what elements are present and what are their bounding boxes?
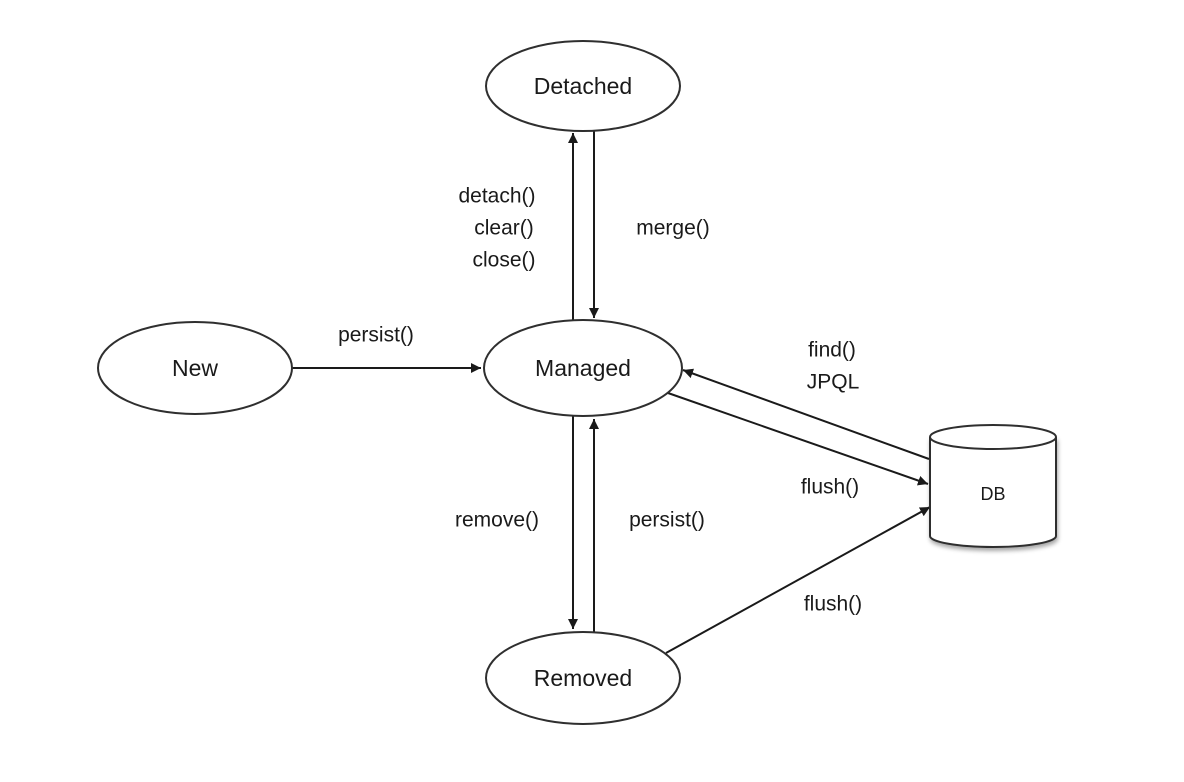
node-new: New <box>97 321 293 415</box>
edge-removed-to-db <box>665 506 931 654</box>
node-removed: Removed <box>485 631 681 725</box>
edge-label-managed-to-db: flush() <box>801 476 859 499</box>
node-db-label: DB <box>980 484 1005 504</box>
node-db: DB <box>929 424 1057 548</box>
node-managed: Managed <box>483 319 683 417</box>
edge-label-managed-to-detached-2: clear() <box>474 217 534 240</box>
edge-label-new-to-managed: persist() <box>338 324 414 347</box>
edge-label-removed-to-db: flush() <box>804 593 862 616</box>
node-detached-shape <box>485 40 681 132</box>
edge-label-removed-to-managed: persist() <box>629 509 705 532</box>
edge-managed-to-db <box>667 392 929 486</box>
edges <box>292 129 931 654</box>
node-detached-label: Detached <box>534 73 632 99</box>
db-cylinder-top <box>929 424 1057 450</box>
edge-labels: persist() detach() clear() close() merge… <box>338 185 862 616</box>
edge-label-db-to-managed-2: JPQL <box>807 371 860 394</box>
edge-label-managed-to-detached-3: close() <box>472 249 535 272</box>
node-new-shape <box>97 321 293 415</box>
node-managed-shape <box>483 319 683 417</box>
edge-label-db-to-managed-1: find() <box>808 339 856 362</box>
node-removed-label: Removed <box>534 665 632 691</box>
node-new-label: New <box>172 355 218 381</box>
edge-label-managed-to-removed: remove() <box>455 509 539 532</box>
node-managed-label: Managed <box>535 355 631 381</box>
edge-label-managed-to-detached-1: detach() <box>458 185 535 208</box>
edge-db-to-managed <box>682 368 930 460</box>
node-removed-shape <box>485 631 681 725</box>
edge-label-detached-to-managed: merge() <box>636 217 710 240</box>
node-detached: Detached <box>485 40 681 132</box>
db-cylinder-body <box>929 437 1057 548</box>
